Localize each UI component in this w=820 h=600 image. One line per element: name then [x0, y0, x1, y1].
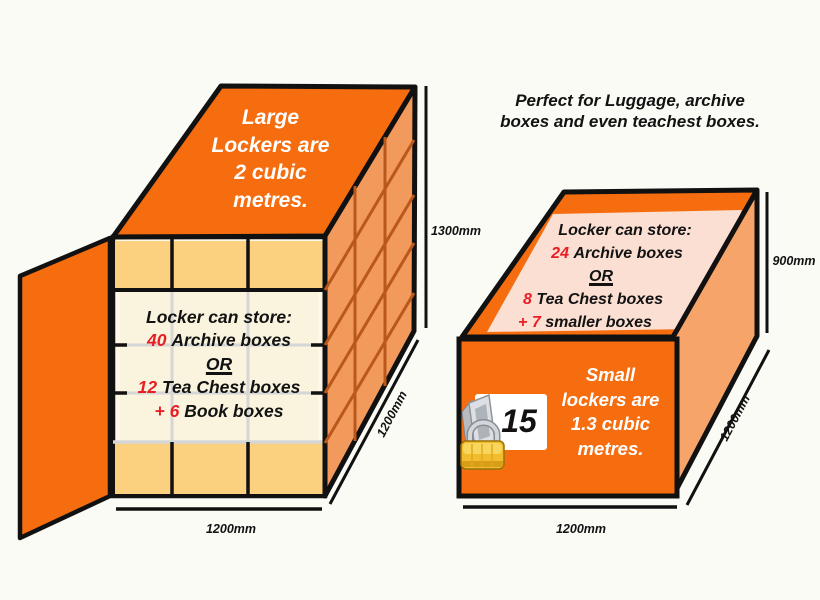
panel-row-label: Tea Chest boxes: [536, 291, 663, 308]
small-locker-store-panel: [487, 210, 742, 332]
panel-row-label: smaller boxes: [545, 314, 652, 331]
header-line: Perfect for Luggage, archive: [515, 91, 745, 110]
large-locker-top-shelf-row: [115, 241, 323, 289]
large-depth-dimension-line: [328, 339, 420, 505]
large-locker-side-face: [322, 84, 418, 499]
panel-row-count: + 6: [154, 400, 180, 421]
large-locker-store-panel: [120, 292, 318, 442]
padlock-shackle: [468, 420, 499, 444]
small-panel-or: OR: [589, 268, 613, 285]
front-label-line: 1.3 cubic: [570, 413, 651, 434]
panel-or: OR: [205, 353, 233, 374]
front-label-line: metres.: [577, 437, 644, 459]
small-height-dimension-label: 900mm: [772, 254, 816, 268]
front-label-line: lockers are: [561, 388, 660, 410]
panel-row-label: Tea Chest boxes: [161, 377, 301, 398]
large-height-dimension-label: 1300mm: [430, 224, 482, 238]
panel-row-count: 8: [523, 291, 532, 308]
side-shelf-line: [323, 242, 416, 394]
large-locker-top-label: Large Lockers are 2 cubic metres.: [183, 104, 358, 214]
small-panel-title: Locker can store:: [558, 222, 692, 239]
panel-title: Locker can store:: [146, 307, 292, 327]
side-shelf-line: [323, 139, 416, 291]
top-label-line: Lockers are: [211, 133, 330, 157]
top-label-line: metres.: [233, 188, 308, 212]
panel-row-count: 24: [551, 245, 569, 262]
panel-row-label: Archive boxes: [171, 330, 291, 351]
header-text: Perfect for Luggage, archive boxes and e…: [455, 90, 805, 132]
panel-row-label: Archive boxes: [573, 245, 683, 262]
side-shelf-line: [323, 292, 416, 444]
panel-row-count: 12: [137, 377, 158, 398]
large-locker-open-door: [17, 235, 113, 541]
small-width-dimension-label: 1200mm: [555, 522, 607, 536]
header-line: boxes and even teachest boxes.: [500, 112, 760, 131]
locker-number: 15: [501, 403, 537, 439]
top-label-line: 2 cubic: [234, 161, 307, 184]
panel-row-label: Book boxes: [184, 400, 284, 421]
small-depth-dimension-line: [685, 349, 771, 506]
panel-row-count: 40: [147, 330, 167, 351]
small-locker-front-label: Small lockers are 1.3 cubic metres.: [528, 363, 693, 461]
padlock-icon: [460, 419, 505, 470]
top-label-line: Large: [241, 106, 300, 129]
side-shelf-line: [323, 194, 416, 346]
large-locker-bottom-shelf-row: [115, 442, 323, 494]
panel-row-count: + 7: [518, 314, 541, 331]
front-label-line: Small: [585, 364, 636, 385]
large-width-dimension-label: 1200mm: [205, 522, 257, 536]
